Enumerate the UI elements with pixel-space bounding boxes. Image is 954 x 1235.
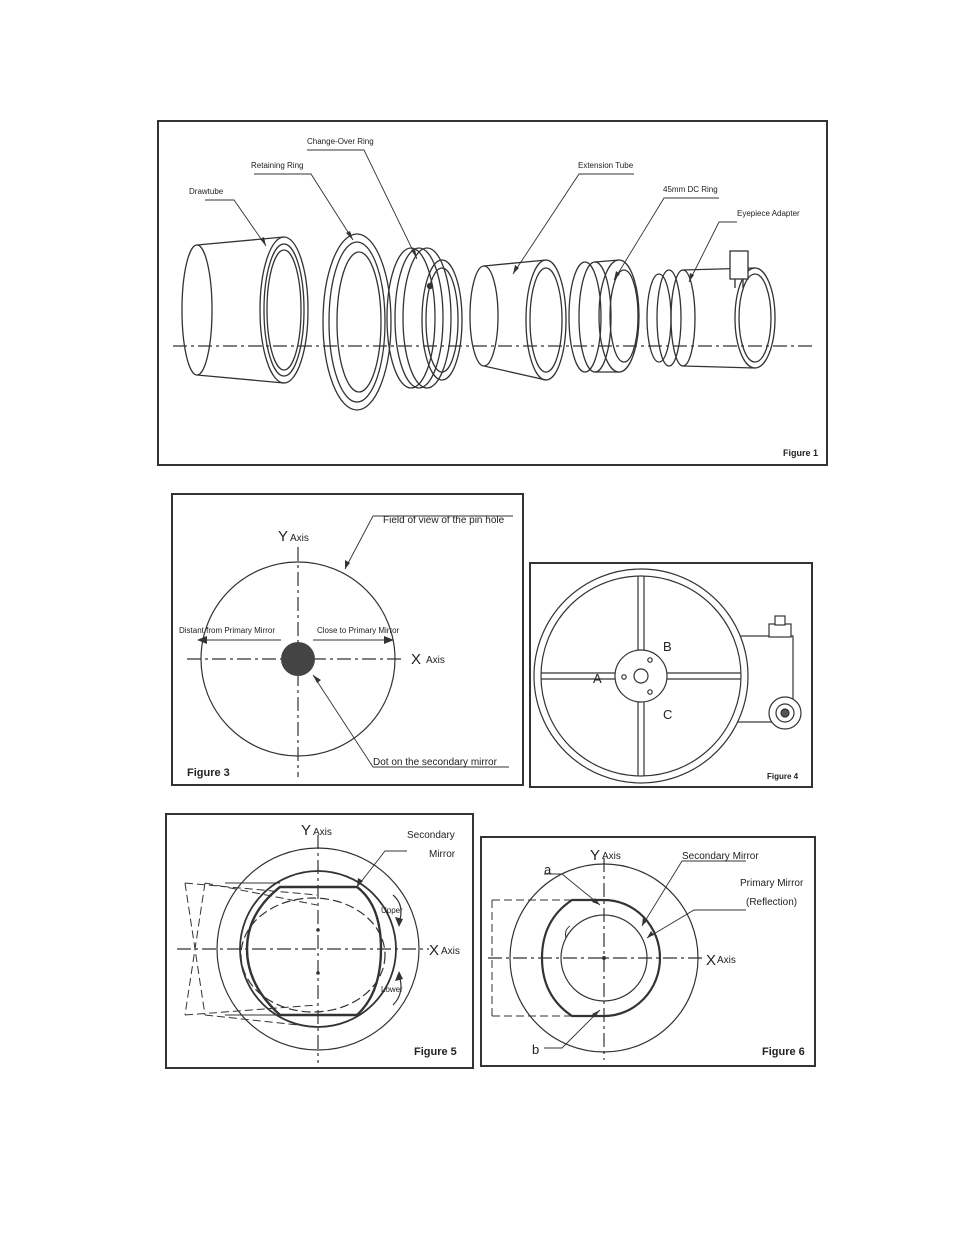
fig4-label-b: B xyxy=(663,639,672,654)
figure-5-panel: Y Axis X Axis Secondary Mirror Upper Low… xyxy=(165,813,474,1069)
adjust-screw-c[interactable] xyxy=(647,689,653,695)
fig6-y-axis-label: Axis xyxy=(602,851,621,862)
secondary-mirror-outline xyxy=(245,885,383,1017)
secondary-mirror-dot xyxy=(281,642,315,676)
fig6-label-a: a xyxy=(544,862,552,877)
retaining-ring-part xyxy=(322,233,392,411)
fig5-x-axis-label: Axis xyxy=(441,946,460,957)
light-path-side-view xyxy=(184,882,318,1028)
drawtube-part xyxy=(181,236,309,384)
figure-1-drawing: Drawtube Retaining Ring Change-Over Ring… xyxy=(173,137,818,458)
label-eyepiece-adapter: Eyepiece Adapter xyxy=(737,209,800,218)
fig6-reflection-label: (Reflection) xyxy=(746,897,797,908)
figure-5-label: Figure 5 xyxy=(414,1046,457,1058)
fig6-label-b: b xyxy=(532,1042,539,1057)
figure-6-panel: Y Axis X Axis Secondary Mirror Primary M… xyxy=(480,836,816,1067)
fig6-primary-label: Primary Mirror xyxy=(740,878,804,889)
side-view-box xyxy=(491,899,572,1017)
fig5-secondary-label: Secondary xyxy=(407,830,455,841)
label-change-over-ring: Change-Over Ring xyxy=(307,137,374,146)
figure-3-panel: Y Axis X Axis Field of view of the pin h… xyxy=(171,493,524,786)
fig5-upper-label: Upper xyxy=(381,906,403,915)
figure-3-drawing: Y Axis X Axis Field of view of the pin h… xyxy=(179,515,513,779)
eyepiece-adapter-part xyxy=(646,250,776,369)
figure-4-label: Figure 4 xyxy=(767,772,799,781)
label-retaining-ring: Retaining Ring xyxy=(251,161,303,170)
figure-1-leaders xyxy=(205,149,737,283)
fig4-label-a: A xyxy=(593,671,602,686)
figure-3-label: Figure 3 xyxy=(187,767,230,779)
adjust-screw-b[interactable] xyxy=(647,657,653,663)
primary-mirror-reflection xyxy=(560,914,648,1002)
adjust-screw-a[interactable] xyxy=(621,674,627,680)
fig5-y-axis-label: Axis xyxy=(313,827,332,838)
figure-1-label: Figure 1 xyxy=(783,448,818,458)
fig3-x-axis-label: Axis xyxy=(426,655,445,666)
spider-hub[interactable] xyxy=(614,649,668,703)
fig3-y-letter: Y xyxy=(278,528,288,545)
fig6-x-letter: X xyxy=(706,952,716,969)
label-dc-ring: 45mm DC Ring xyxy=(663,185,718,194)
dc-ring-part xyxy=(568,259,640,373)
center-screw[interactable] xyxy=(633,668,649,684)
fig3-y-axis-label: Axis xyxy=(290,533,309,544)
label-drawtube: Drawtube xyxy=(189,187,224,196)
fig6-secondary-label: Secondary Mirror xyxy=(682,851,759,862)
figure-6-drawing: Y Axis X Axis Secondary Mirror Primary M… xyxy=(488,847,805,1060)
fig6-x-axis-label: Axis xyxy=(717,955,736,966)
fig3-dot-label: Dot on the secondary mirror xyxy=(373,757,498,768)
fig5-y-letter: Y xyxy=(301,822,311,839)
fig5-mirror-label: Mirror xyxy=(429,849,456,860)
change-over-ring-part xyxy=(386,247,463,389)
extension-tube-part xyxy=(469,259,567,381)
spider-vanes xyxy=(541,576,741,776)
fig3-distant-label: Distant from Primary Mirror xyxy=(179,626,275,635)
figure-1-panel: Drawtube Retaining Ring Change-Over Ring… xyxy=(157,120,828,466)
secondary-mirror-outline xyxy=(540,898,662,1018)
fig3-close-label: Close to Primary Mirror xyxy=(317,626,400,635)
fig4-label-c: C xyxy=(663,707,672,722)
fig3-x-letter: X xyxy=(411,651,421,668)
figure-5-drawing: Y Axis X Axis Secondary Mirror Upper Low… xyxy=(177,822,460,1063)
fig6-y-letter: Y xyxy=(590,847,600,864)
figure-4-drawing: B A C Figure 4 xyxy=(533,568,802,784)
mirror-reflection-ellipse xyxy=(240,897,386,1013)
fig3-field-of-view-label: Field of view of the pin hole xyxy=(383,515,505,526)
figure-4-panel: B A C Figure 4 xyxy=(529,562,813,788)
label-extension-tube: Extension Tube xyxy=(578,161,634,170)
figure-6-label: Figure 6 xyxy=(762,1046,805,1058)
fig5-lower-label: Lower xyxy=(381,985,403,994)
fig5-x-letter: X xyxy=(429,942,439,959)
